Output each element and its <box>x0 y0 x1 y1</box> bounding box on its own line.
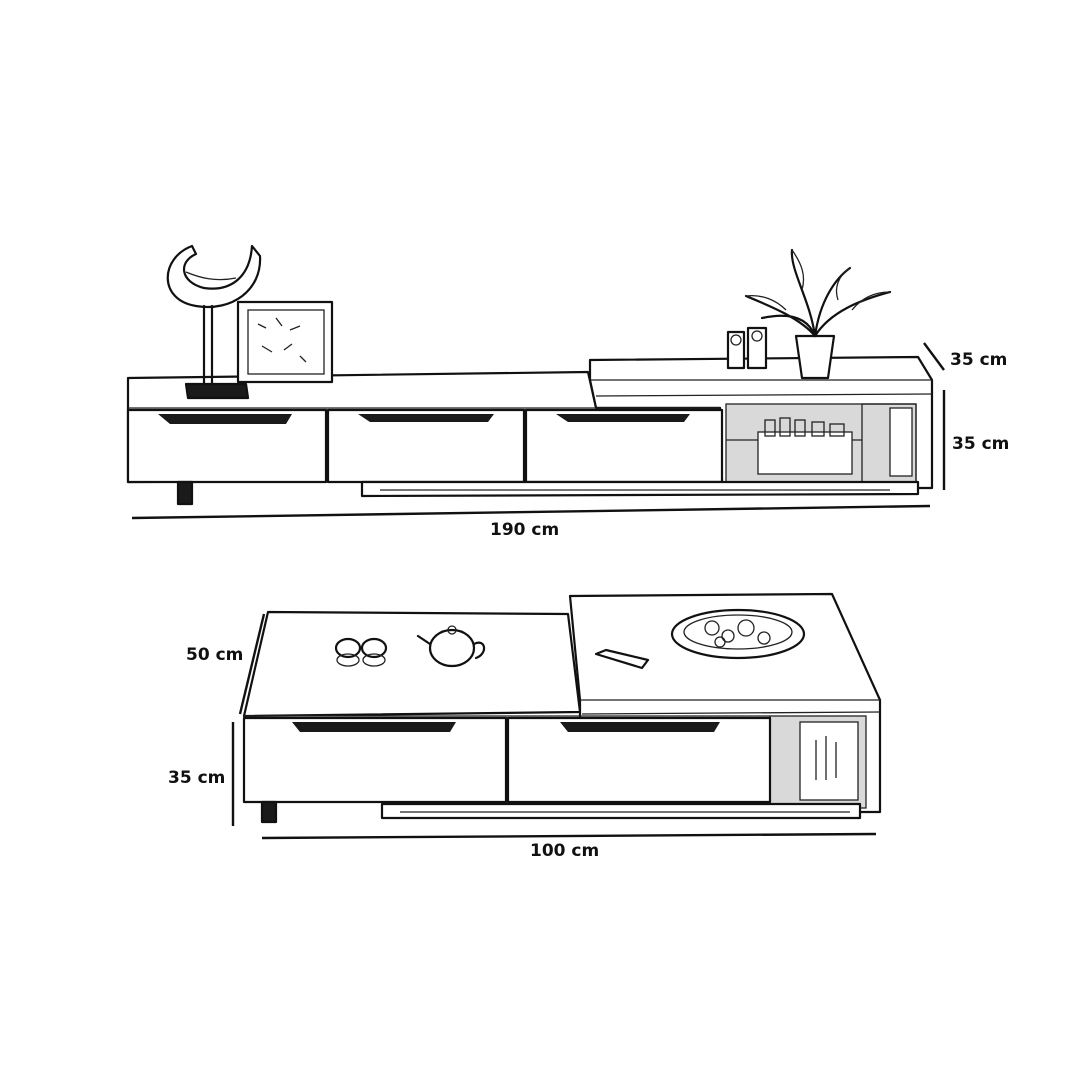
picture-frame <box>236 300 334 384</box>
coffee-table-top <box>242 610 770 718</box>
tv-stand-width-label: 190 cm <box>490 520 559 540</box>
coffee-table-leg <box>260 800 278 824</box>
coffee-table-width-line <box>261 832 877 840</box>
tv-stand-depth-label: 35 cm <box>950 350 1007 370</box>
teapot <box>416 625 486 668</box>
tv-stand-extension <box>588 355 934 490</box>
tv-stand-drawer-3 <box>524 408 724 484</box>
coffee-table-width-label: 100 cm <box>530 841 599 861</box>
potted-plant <box>744 248 892 380</box>
tv-stand-drawing: 190 cm 35 cm 35 cm <box>126 244 1009 540</box>
figurines <box>726 326 768 370</box>
tea-cups <box>334 637 388 667</box>
remote-control <box>594 648 650 670</box>
tv-stand-leg <box>176 480 194 506</box>
coffee-table-depth-line <box>238 613 266 715</box>
coffee-table-depth-label: 50 cm <box>186 645 243 665</box>
tv-stand-depth-line <box>923 342 945 371</box>
coffee-table-drawing: 100 cm 50 cm 35 cm <box>168 592 882 861</box>
ring-sculpture <box>166 244 262 400</box>
tv-stand-height-label: 35 cm <box>952 434 1009 454</box>
coffee-table-body <box>242 716 862 824</box>
tv-stand-width-line <box>131 504 931 520</box>
tv-stand-drawer-2 <box>326 408 526 484</box>
coffee-table-height-label: 35 cm <box>168 768 225 788</box>
tv-stand-cabinet <box>126 370 920 506</box>
fruit-plate <box>670 608 806 660</box>
